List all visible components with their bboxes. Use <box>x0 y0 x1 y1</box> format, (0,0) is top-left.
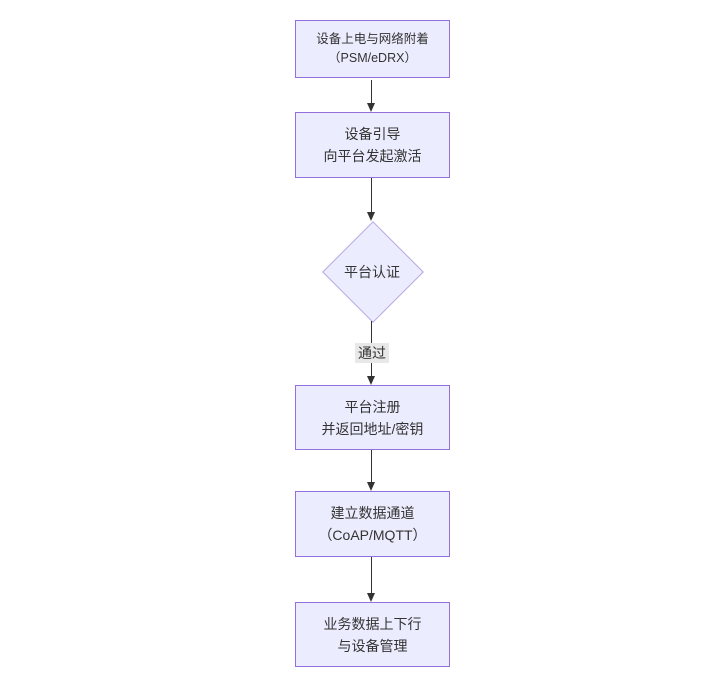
node-business-data: 业务数据上下行 与设备管理 <box>295 602 450 667</box>
edge-label-pass: 通过 <box>355 343 389 363</box>
decision-platform-auth-label: 平台认证 <box>344 264 400 280</box>
node-text-line: 与设备管理 <box>337 637 408 654</box>
arrowhead-icon <box>367 376 375 385</box>
arrowhead-icon <box>367 212 375 221</box>
node-platform-register: 平台注册 并返回地址/密钥 <box>295 385 450 450</box>
arrow-a-b <box>371 80 372 104</box>
arrow-b-c <box>371 178 372 213</box>
node-text-line: 设备上电与网络附着 <box>316 32 429 46</box>
node-text-line: 业务数据上下行 <box>323 615 422 632</box>
node-text-line: （PSM/eDRX） <box>328 51 417 65</box>
node-text-line: 建立数据通道 <box>330 505 415 521</box>
node-device-bootstrap: 设备引导 向平台发起激活 <box>295 112 450 178</box>
node-device-power-on: 设备上电与网络附着 （PSM/eDRX） <box>295 20 450 78</box>
arrowhead-icon <box>367 103 375 112</box>
node-data-channel: 建立数据通道 （CoAP/MQTT） <box>295 491 450 557</box>
arrow-e-f <box>371 557 372 594</box>
node-text-line: （CoAP/MQTT） <box>318 527 427 543</box>
arrow-d-e <box>371 450 372 483</box>
node-text-line: 设备引导 <box>344 126 401 142</box>
node-text-line: 并返回地址/密钥 <box>321 420 424 437</box>
node-text-line: 向平台发起激活 <box>323 148 422 164</box>
arrowhead-icon <box>367 482 375 491</box>
arrowhead-icon <box>367 593 375 602</box>
node-text-line: 平台注册 <box>344 398 401 415</box>
